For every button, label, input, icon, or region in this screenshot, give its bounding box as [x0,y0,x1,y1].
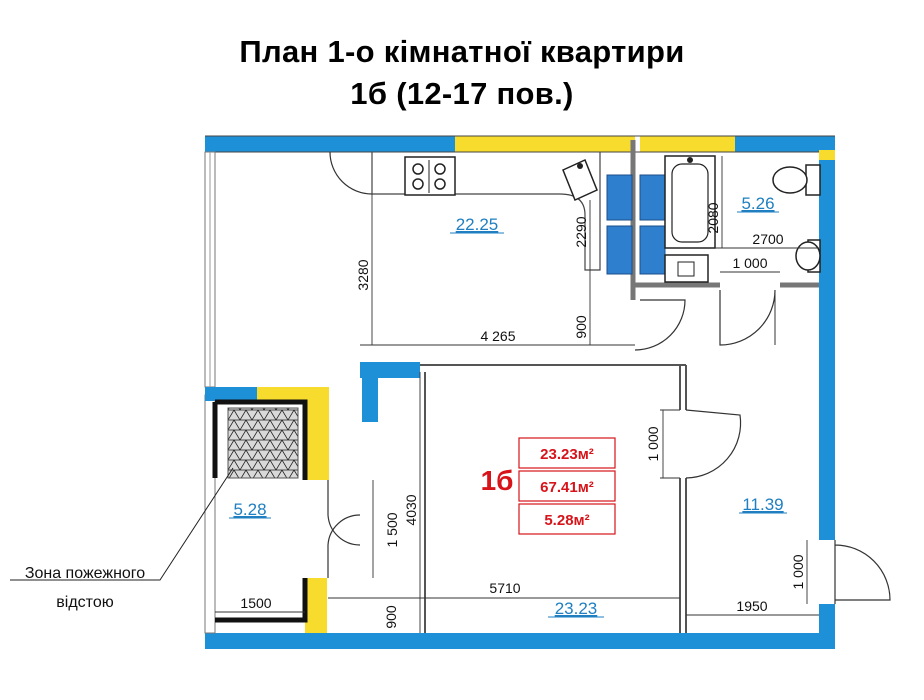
toilet-icon [772,164,821,196]
dim-2290: 2290 [573,216,589,247]
dim-900-top: 900 [573,315,589,339]
dim-1000-door: 1 000 [645,426,661,461]
area-hall: 11.39 [742,495,783,514]
dim-2080: 2080 [705,202,721,233]
bathroom-sink-icon [795,239,821,273]
dim-1950: 1950 [736,598,767,614]
dim-2700: 2700 [752,231,783,247]
wall-bottom [205,633,835,649]
balcony-door [327,480,361,578]
dim-900-bottom: 900 [383,605,399,629]
area-bedroom: 23.23 [555,599,598,618]
dim-4265: 4 265 [480,328,515,344]
dim-5710: 5710 [489,580,520,596]
annotation-line1: Зона пожежного [25,565,145,582]
fire-zone-hatch [227,407,299,479]
plan-title: План 1-о кімнатної квартири [239,34,685,69]
annotation-leader [10,467,234,581]
area-bathroom: 5.26 [741,194,774,213]
dim-1000-bath: 1 000 [732,255,767,271]
bathroom-door [719,289,776,346]
balcony-wall-top-yellow [257,387,307,401]
annotation-line2: відстою [56,594,113,611]
dim-1000-entry: 1 000 [790,554,806,589]
plan-subtitle: 1б (12-17 пов.) [350,76,574,111]
wall-right-upper [819,160,835,540]
area-kitchen-living: 22.25 [456,215,499,234]
wall-top-right-blue [735,136,835,152]
wardrobe-fixture [606,174,666,275]
balcony-wall-top-blue [205,387,257,401]
area-balcony: 5.28 [233,500,266,519]
balcony-wall-yellow-right [307,387,329,480]
wall-bottom-yellow [305,578,327,633]
kitchen-counter [371,152,601,271]
wall-top-left-blue [205,136,455,152]
unit-area-1: 23.23м² [540,446,594,463]
unit-area-3: 5.28м² [544,512,589,529]
wall-right-yellow [819,150,835,160]
unit-area-box: 23.23м² 67.41м² 5.28м² [518,437,616,535]
wall-top-yellow-2 [640,136,735,152]
dim-3280: 3280 [355,259,371,290]
dim-4030: 4030 [403,494,419,525]
bathtub-icon [664,155,716,249]
entry-door [834,540,891,604]
washbasin-icon [664,254,709,283]
unit-area-2: 67.41м² [540,479,594,496]
bedroom-door [685,409,742,479]
dim-1500-v: 1 500 [384,512,400,547]
sink-icon [562,158,598,202]
dim-1500-h: 1500 [240,595,271,611]
wall-bedroom-top-blue [360,362,420,378]
wall-bedroom-notch [362,378,378,422]
stove-icon [404,156,456,196]
kitchen-door [634,299,686,351]
unit-label: 1б [481,465,514,496]
wall-top-yellow-1 [455,136,635,152]
